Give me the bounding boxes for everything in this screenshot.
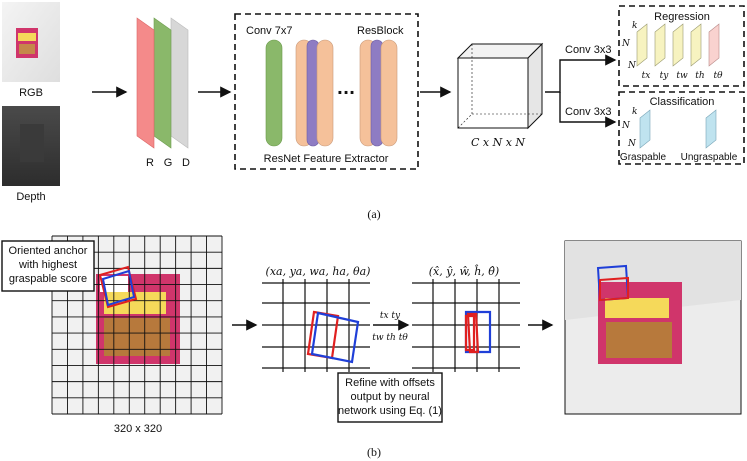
offsets-top: tx ty <box>380 311 401 321</box>
refine-note-box <box>337 372 443 423</box>
resblock1-layer-c <box>316 39 334 147</box>
rgb-label: RGB <box>19 87 43 99</box>
classification-dim-n1: N <box>621 121 631 131</box>
refine-note-line1: Refine with offsets <box>345 377 435 389</box>
class-ungraspable: Ungraspable <box>681 152 738 163</box>
classification-maps <box>639 109 717 149</box>
output-image <box>564 240 742 415</box>
resblock2-layer-c <box>380 39 398 147</box>
anchor-note-box <box>1 240 95 292</box>
channel-label-r: R <box>146 157 154 169</box>
output-cereal-box <box>598 282 682 364</box>
classification-box <box>618 91 745 165</box>
refine-note-line3: network using Eq. (1) <box>338 405 442 417</box>
resblock-label: ResBlock <box>357 25 404 37</box>
conv7x7-layer <box>265 39 283 147</box>
anchor-formula: (xa, ya, wa, ha, θa) <box>266 265 371 278</box>
resnet-extractor-box <box>234 13 419 170</box>
feature-map-label: C x N x N <box>471 136 525 149</box>
param-th: th <box>695 71 704 81</box>
regression-conv-label: Conv 3x3 <box>565 44 611 56</box>
caption-a: (a) <box>367 207 380 221</box>
refined-zoom-red-2 <box>466 312 480 354</box>
cereal-box <box>96 274 180 364</box>
ellipsis: ··· <box>337 83 355 102</box>
classification-dim-n2: N <box>627 139 637 149</box>
output-grasp-red <box>599 276 629 302</box>
classification-dim-k: k <box>632 107 637 117</box>
regression-dim-n1: N <box>621 39 631 49</box>
rgb-input-image <box>2 2 60 82</box>
depth-input-image <box>2 106 60 186</box>
regression-maps <box>636 23 720 67</box>
anchor-zoom-grid <box>262 279 370 372</box>
depth-label: Depth <box>16 191 45 203</box>
feature-map-cube <box>456 42 544 130</box>
anchor-zoom-blue <box>310 311 360 364</box>
conv7x7-label: Conv 7x7 <box>246 25 292 37</box>
classification-title: Classification <box>650 96 715 108</box>
arrow-to-regression <box>545 54 617 93</box>
refined-formula: (x̂, ŷ, ŵ, ĥ, θ̂) <box>429 264 499 278</box>
regression-title: Regression <box>654 11 710 23</box>
arrow-to-classification <box>559 92 617 128</box>
extractor-layers <box>265 39 398 147</box>
cereal-box-thumbnail <box>16 28 38 58</box>
class-graspable: Graspable <box>620 152 667 163</box>
channel-label-g: G <box>164 157 173 169</box>
regression-dim-n2: N <box>627 61 637 71</box>
param-tx: tx <box>642 71 651 81</box>
anchor-box-blue <box>101 269 136 307</box>
channel-r <box>136 17 155 149</box>
offsets-bottom: tw th tθ <box>372 333 408 343</box>
channel-stack <box>136 17 189 149</box>
regression-box <box>618 5 745 87</box>
param-ty: ty <box>660 71 670 81</box>
extractor-title: ResNet Feature Extractor <box>264 153 389 165</box>
caption-b: (b) <box>367 445 381 459</box>
channel-g <box>153 17 172 149</box>
channel-label-d: D <box>182 157 190 169</box>
regression-dim-k: k <box>632 21 637 31</box>
anchor-note-line3: graspable score <box>9 273 87 285</box>
channel-d <box>170 17 189 149</box>
param-tw: tw <box>676 71 688 81</box>
anchor-note-line1: Oriented anchor <box>9 245 88 257</box>
refined-zoom-red <box>464 314 476 352</box>
classification-conv-label: Conv 3x3 <box>565 106 611 118</box>
anchor-note-line2: with highest <box>18 259 77 271</box>
grid-size-label: 320 x 320 <box>114 423 162 435</box>
refine-note-line2: output by neural <box>351 391 430 403</box>
param-ttheta: tθ <box>713 71 723 81</box>
